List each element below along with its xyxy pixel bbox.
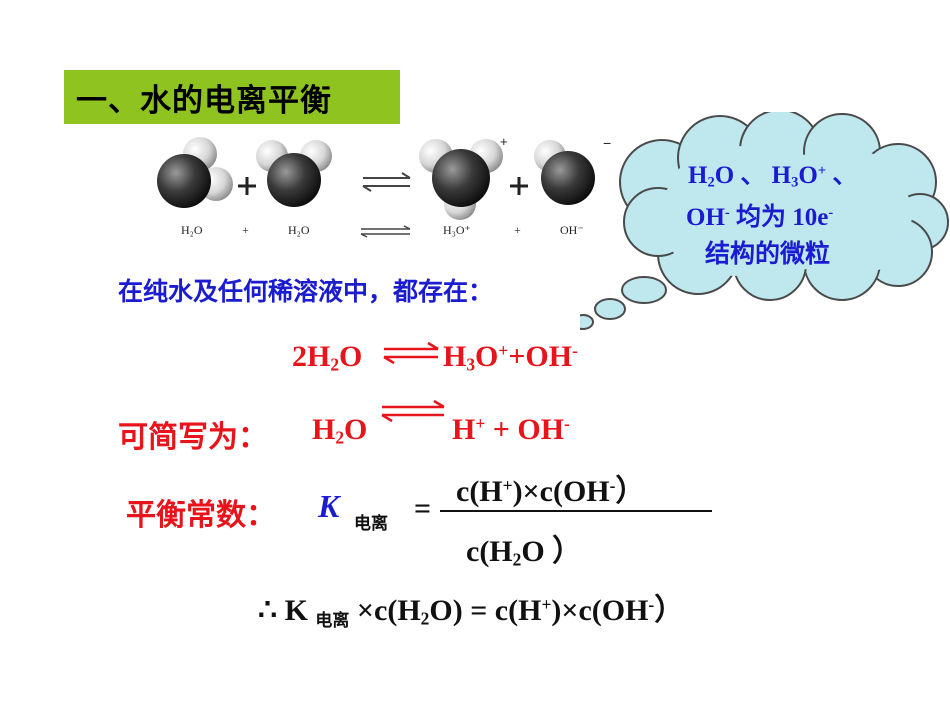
k-symbol: K — [318, 488, 340, 524]
label-h2o-1: H₂O — [181, 223, 203, 237]
svg-text:−: − — [603, 135, 611, 151]
fraction-bar — [440, 510, 712, 512]
cloud-line-2: OH- 均为 10e- — [686, 204, 834, 231]
label-oh: OH⁻ — [560, 223, 584, 237]
fraction-numerator: c(H+)×c(OH-） — [456, 475, 646, 508]
equation-1-lhs: 2H2O — [292, 340, 363, 375]
equilibrium-arrow-label — [360, 225, 411, 238]
equation-3-label: 平衡常数： — [126, 498, 276, 533]
plus-sign-1 — [238, 177, 256, 195]
label-h3o: H₃O⁺ — [443, 223, 471, 237]
equals-sign: = — [414, 492, 432, 525]
equation-4: ∴ K 电离 ×c(H2O) = c(H+)×c(OH-） — [258, 594, 685, 631]
plus-sign-2 — [510, 177, 528, 195]
equation-1-rhs: H3O++OH- — [443, 340, 578, 375]
equation-2-label: 可简写为： — [118, 420, 268, 455]
water-ionization-figure: + − — [157, 134, 611, 238]
label-plus-1: + — [242, 223, 249, 237]
k-subscript: 电离 — [354, 514, 388, 534]
cloud-line-1: H2O 、 H3O+ 、 — [688, 162, 858, 191]
cloud-tail-bubbles — [580, 276, 667, 330]
svg-text:+: + — [500, 134, 508, 149]
label-plus-2: + — [514, 223, 521, 237]
h2o-molecule-2 — [256, 140, 332, 207]
thought-cloud — [580, 112, 949, 330]
oh-ion-molecule: − — [534, 135, 611, 205]
fraction-denominator: c(H2O ） — [466, 535, 583, 570]
h2o-molecule-1 — [157, 137, 233, 208]
equilibrium-arrow-1 — [383, 341, 439, 365]
section-title-box: 一、水的电离平衡 — [64, 70, 400, 124]
equation-2-lhs: H2O — [312, 413, 368, 448]
statement-text: 在纯水及任何稀溶液中，都存在： — [118, 277, 494, 306]
label-h2o-2: H₂O — [288, 223, 310, 237]
section-title: 一、水的电离平衡 — [76, 82, 332, 119]
equilibrium-arrow-figure — [362, 172, 411, 192]
equilibrium-arrow-2 — [381, 399, 445, 423]
h3o-ion-molecule: + — [419, 134, 508, 220]
cloud-line-3: 结构的微粒 — [705, 241, 831, 268]
equation-2-rhs: H+ + OH- — [452, 413, 570, 446]
